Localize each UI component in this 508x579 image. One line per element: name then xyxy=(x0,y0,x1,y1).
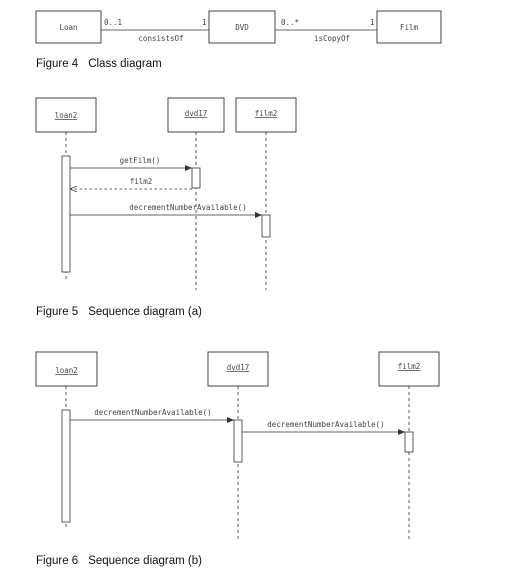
object-box-dvd17-b xyxy=(207,351,269,387)
object-box-loan2 xyxy=(35,97,97,133)
sequence-diagram-a: loan2 dvd17 film2 getFilm() film2 decrem… xyxy=(35,97,297,290)
object-name-film2-b: film2 xyxy=(398,362,421,371)
message-getfilm-label: getFilm() xyxy=(120,156,161,165)
multiplicity-dvd-side-2: 0..* xyxy=(281,18,299,27)
object-name-dvd17-b: dvd17 xyxy=(227,363,250,372)
return-film2-label: film2 xyxy=(130,177,153,186)
figure-5-number: Figure 5 xyxy=(36,306,79,318)
multiplicity-film-side: 1 xyxy=(370,18,375,27)
figure-5-caption: Figure 5 Sequence diagram (a) xyxy=(36,306,202,318)
object-name-dvd17: dvd17 xyxy=(185,109,208,118)
activation-film2-b xyxy=(404,431,414,453)
class-box-loan xyxy=(35,10,102,44)
class-diagram: Loan DVD Film 0..1 1 consistsOf 0..* 1 i… xyxy=(35,10,442,44)
multiplicity-dvd-side: 1 xyxy=(202,18,207,27)
activation-loan2-b xyxy=(61,409,71,523)
figure-6-caption: Figure 6 Sequence diagram (b) xyxy=(36,555,202,567)
message-decrement-b2-label: decrementNumberAvailable() xyxy=(267,420,384,429)
figure-4-title: Class diagram xyxy=(88,58,162,70)
object-box-loan2-b xyxy=(35,351,98,387)
class-box-film xyxy=(376,10,442,44)
figure-4-number: Figure 4 xyxy=(36,58,79,70)
object-name-loan2: loan2 xyxy=(55,111,78,120)
figure-6-number: Figure 6 xyxy=(36,555,79,567)
activation-dvd17 xyxy=(191,167,201,189)
figure-4-caption: Figure 4 Class diagram xyxy=(36,58,162,70)
multiplicity-loan-side: 0..1 xyxy=(104,18,122,27)
sequence-diagram-b: loan2 dvd17 film2 decrementNumberAvailab… xyxy=(35,351,440,540)
object-name-loan2-b: loan2 xyxy=(55,366,78,375)
object-name-film2: film2 xyxy=(255,109,278,118)
object-box-dvd17 xyxy=(167,97,225,133)
class-box-dvd xyxy=(208,10,276,44)
class-name-film: Film xyxy=(400,23,419,32)
figure-6-title: Sequence diagram (b) xyxy=(88,555,202,567)
figure-5-title: Sequence diagram (a) xyxy=(88,306,202,318)
message-decrement-b1-label: decrementNumberAvailable() xyxy=(94,408,211,417)
association-name-iscopyof: isCopyOf xyxy=(314,34,350,43)
association-name-consistsof: consistsOf xyxy=(138,34,183,43)
message-decrement-label: decrementNumberAvailable() xyxy=(129,203,246,212)
activation-dvd17-b xyxy=(233,419,243,463)
class-name-loan: Loan xyxy=(59,23,77,32)
class-name-dvd: DVD xyxy=(235,23,249,32)
object-box-film2 xyxy=(235,97,297,133)
activation-film2 xyxy=(261,214,271,238)
activation-loan2 xyxy=(61,155,71,273)
